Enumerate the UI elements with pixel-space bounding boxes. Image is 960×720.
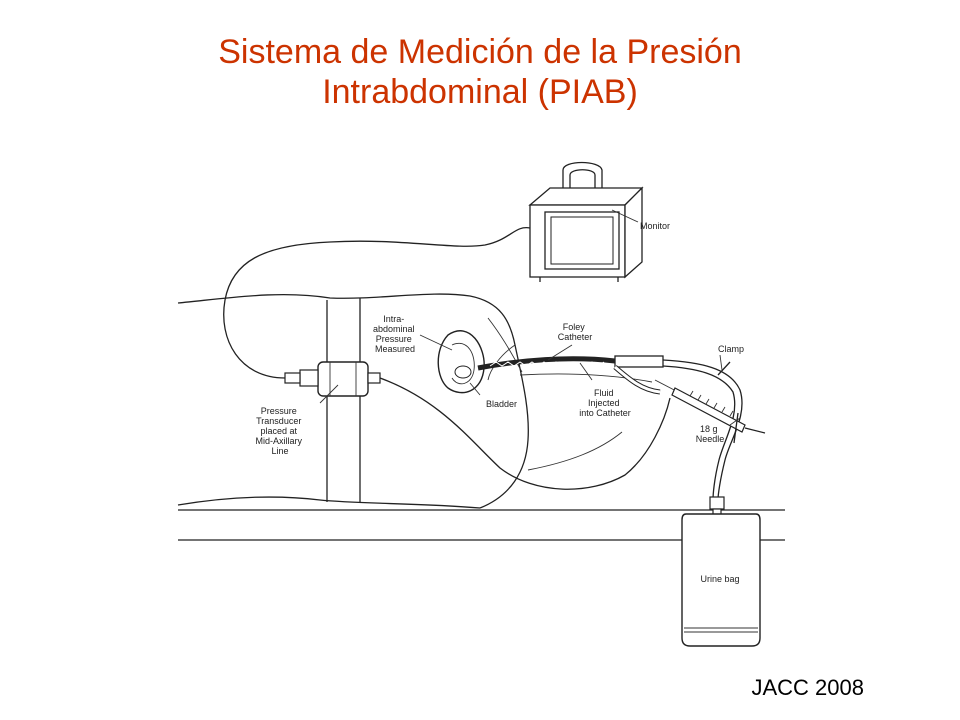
title-line-1: Sistema de Medición de la Presión: [218, 33, 742, 71]
leader-lines: [319, 209, 741, 426]
label-bladder: Bladder: [486, 399, 517, 409]
citation: JACC 2008: [751, 675, 864, 700]
label-pressure-transducer: Pressure Transducer placed at Mid-Axilla…: [255, 406, 304, 456]
clamp: [717, 361, 731, 376]
foley-catheter: [477, 355, 664, 395]
label-urine-bag: Urine bag: [700, 574, 739, 584]
label-clamp: Clamp: [718, 344, 744, 354]
label-intra-abdominal: Intra- abdominal Pressure Measured: [373, 314, 417, 354]
syringe-needle: [654, 379, 766, 444]
monitor-cable: [223, 227, 531, 379]
label-monitor: Monitor: [640, 221, 670, 231]
mid-axillary-line: [326, 298, 361, 502]
bladder: [437, 330, 485, 394]
label-needle: 18 g Needle: [696, 424, 725, 444]
urine-bag: [681, 496, 761, 647]
transducer-tube: [379, 377, 671, 490]
title-line-2: Intrabdominal (PIAB): [322, 73, 638, 111]
monitor: [528, 161, 644, 282]
label-fluid-injected: Fluid Injected into Catheter: [579, 388, 631, 418]
label-foley-catheter: Foley Catheter: [558, 322, 593, 342]
diagram-labels: Monitor Intra- abdominal Pressure Measur…: [255, 221, 744, 584]
slide-title: Sistema de Medición de la Presión Intrab…: [0, 32, 960, 112]
